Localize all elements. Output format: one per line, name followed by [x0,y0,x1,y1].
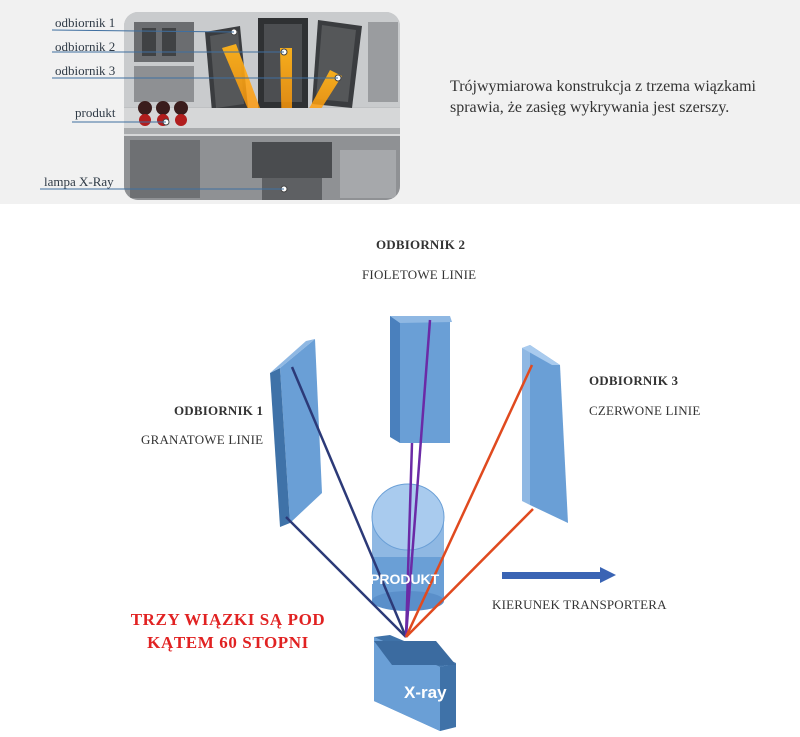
label-odbiornik-3: odbiornik 3 [55,63,116,78]
conveyor-arrow-icon [502,567,616,583]
receiver-2-title: ODBIORNIK 2 [376,237,466,252]
description-text: Trójwymiarowa konstrukcja z trzema wiązk… [450,78,756,116]
warning-text: TRZY WIĄZKI SĄ POD KĄTEM 60 STOPNI [118,608,338,654]
receiver-3-lines: CZERWONE LINIE [589,403,701,418]
label-odbiornik-1: odbiornik 1 [55,15,116,30]
conveyor-label: KIERUNEK TRANSPORTERA [492,597,667,612]
receiver-3-title: ODBIORNIK 3 [589,373,679,388]
warning-line-2: KĄTEM 60 STOPNI [147,633,309,652]
label-odbiornik-2: odbiornik 2 [55,39,116,54]
receiver-1-title: ODBIORNIK 1 [174,403,264,418]
xray-label: X-ray [404,683,447,702]
warning-line-1: TRZY WIĄZKI SĄ POD [130,610,326,629]
machine-photo-section: odbiornik 1 odbiornik 2 odbiornik 3 prod… [0,0,800,204]
product-label: PRODUKT [370,571,440,587]
label-lampa-xray: lampa X-Ray [44,174,114,189]
diagram-graphic [270,316,616,731]
beams [285,319,534,638]
label-produkt: produkt [75,105,116,120]
receiver-1-lines: GRANATOWE LINIE [141,432,264,447]
machine-photo [40,12,400,200]
receiver-2-lines: FIOLETOWE LINIE [362,267,477,282]
beam-diagram: ODBIORNIK 2 FIOLETOWE LINIE ODBIORNIK 1 … [0,205,800,737]
receiver-3 [522,345,568,523]
receiver-1 [270,339,322,527]
receiver-2 [390,316,452,443]
xray-box [374,635,456,731]
